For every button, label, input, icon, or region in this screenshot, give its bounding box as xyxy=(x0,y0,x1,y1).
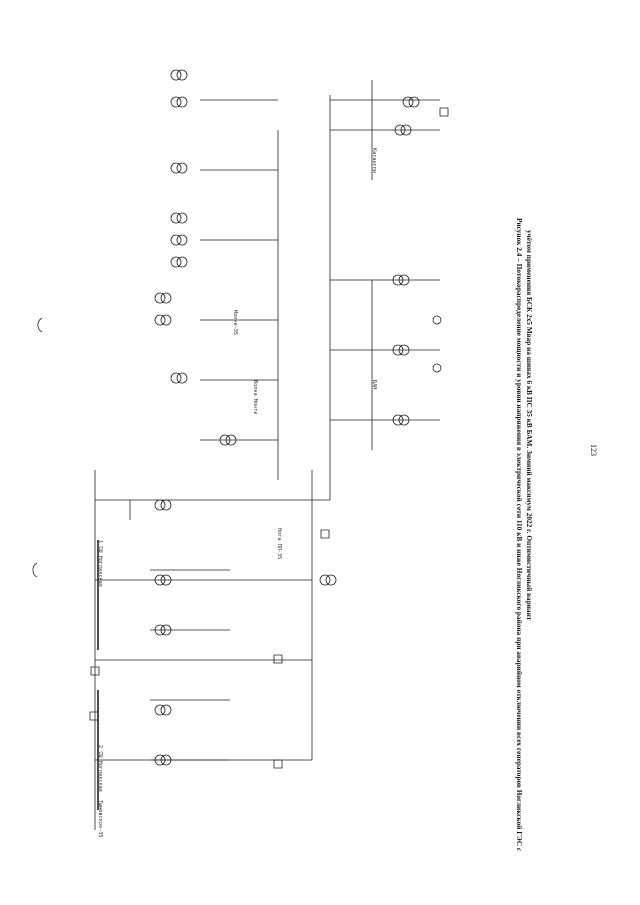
transformer-20 xyxy=(393,415,403,425)
transformer-12 xyxy=(155,575,165,585)
binding-mark-top xyxy=(38,318,42,332)
transformer-3b xyxy=(177,163,187,173)
transformer-6 xyxy=(171,257,181,267)
transformer-4b xyxy=(177,213,187,223)
transformer-15b xyxy=(161,755,171,765)
transformer-3 xyxy=(171,163,181,173)
transformer-14 xyxy=(155,705,165,715)
transformer-21 xyxy=(320,575,330,585)
binding-mark-bottom xyxy=(33,563,37,577)
transformer-19 xyxy=(393,345,403,355)
transformer-14b xyxy=(161,705,171,715)
transformer-7 xyxy=(155,293,165,303)
transformer-6b xyxy=(177,257,187,267)
transformer-11 xyxy=(155,500,165,510)
page-number: 123 xyxy=(589,444,598,456)
breaker-6 xyxy=(90,712,98,720)
transformer-13 xyxy=(155,625,165,635)
transformer-17 xyxy=(395,125,405,135)
figure-caption-line-1: Рисунок 2.4 – Потокораспределение мощнос… xyxy=(515,218,523,852)
breaker-5 xyxy=(440,108,448,116)
transformer-10 xyxy=(220,435,230,445)
breaker-3 xyxy=(274,760,282,768)
figure-caption-line-2: учётом применения БСК 2х5 Мвар на шинах … xyxy=(525,230,533,621)
transformer-12b xyxy=(161,575,171,585)
transformer-8 xyxy=(155,315,165,325)
capacitor-1 xyxy=(433,316,441,324)
transformer-11b xyxy=(161,500,171,510)
transformer-1 xyxy=(171,70,181,80)
transformer-16b xyxy=(409,97,419,107)
label-nogliki-bus1: 1 СШ Ногликская xyxy=(97,540,103,587)
transformer-1b xyxy=(177,70,187,80)
label-tymovskoe: Тымовское-35 xyxy=(97,800,103,838)
transformer-2b xyxy=(177,97,187,107)
transformer-16 xyxy=(403,97,413,107)
transformer-8b xyxy=(161,315,171,325)
transformer-10b xyxy=(226,435,236,445)
transformer-5b xyxy=(177,235,187,245)
label-bam: БАМ xyxy=(371,380,377,390)
label-katangli: Катангли xyxy=(371,148,377,173)
transformer-9 xyxy=(171,373,181,383)
transformer-2 xyxy=(171,97,181,107)
transformer-15 xyxy=(155,755,165,765)
label-nogliki-bus2: 2 СШ Ногликская xyxy=(97,745,103,792)
label-monnie: Монни-35 xyxy=(232,310,238,335)
transformer-4 xyxy=(171,213,181,223)
label-volna-monti: Волна Монти xyxy=(252,380,258,415)
label-noga-pl35: Нога ПЛ-35 xyxy=(276,528,282,560)
transformer-21b xyxy=(326,575,336,585)
capacitor-2 xyxy=(433,364,441,372)
transformer-5 xyxy=(171,235,181,245)
transformer-13b xyxy=(161,625,171,635)
transformer-17b xyxy=(401,125,411,135)
transformer-18 xyxy=(393,275,403,285)
breaker-2 xyxy=(274,655,282,663)
transformer-18b xyxy=(399,275,409,285)
breaker-1 xyxy=(91,667,99,675)
transformer-20b xyxy=(399,415,409,425)
transformer-19b xyxy=(399,345,409,355)
transformer-9b xyxy=(177,373,187,383)
breaker-4 xyxy=(321,530,329,538)
transformer-7b xyxy=(161,293,171,303)
